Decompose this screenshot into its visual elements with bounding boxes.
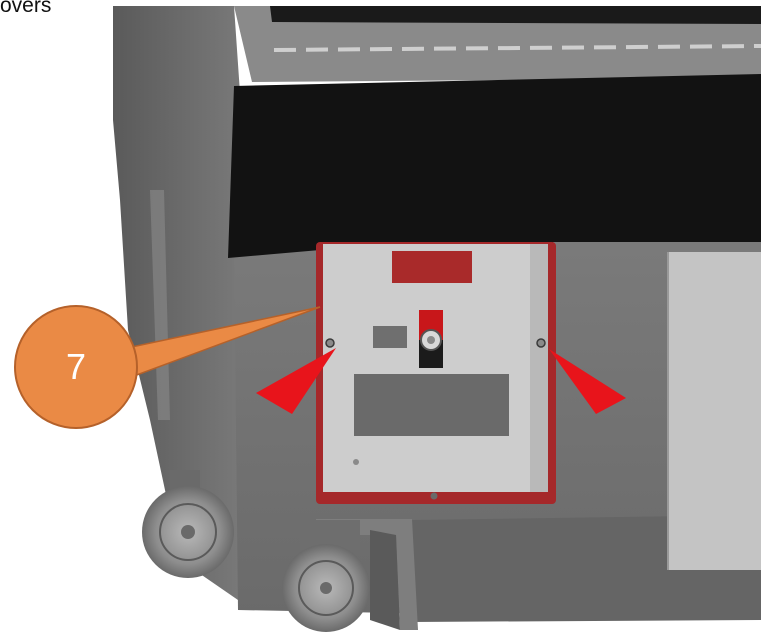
small-label <box>373 326 407 348</box>
black-canopy <box>228 74 761 258</box>
screw-right <box>537 339 545 347</box>
right-side-panel <box>668 252 761 570</box>
screw-small <box>353 459 359 465</box>
control-panel-cover <box>316 242 556 504</box>
display-window <box>392 251 472 283</box>
vent-window <box>354 374 509 436</box>
top-housing <box>234 6 761 82</box>
screw-bottom <box>431 493 438 500</box>
caption-text: overs <box>0 0 51 18</box>
screw-left <box>326 339 334 347</box>
callout-number: 7 <box>41 346 111 388</box>
